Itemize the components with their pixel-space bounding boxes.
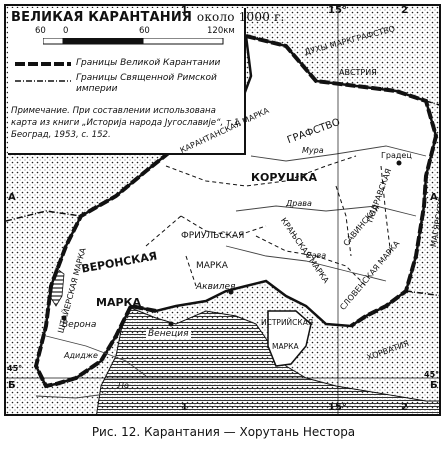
label-river-mur: Мура [302, 146, 324, 155]
map-title-sub: около 1000 г. [196, 10, 285, 24]
scale-tick-3: 120км [207, 26, 235, 36]
label-marka-furl: МАРКА [196, 261, 228, 271]
grid-left-a: А [8, 192, 16, 203]
carantania-border [245, 34, 439, 328]
label-akvileja: Аквилея [196, 282, 236, 292]
map-title-main: ВЕЛИКАЯ КАРАНТАНИЯ [11, 10, 193, 25]
scale-tick-2: 60 [139, 26, 150, 36]
label-venecija: Венеция [146, 329, 191, 339]
grid-right-b: Б [430, 380, 438, 391]
istria-peninsula [267, 310, 312, 367]
legend-box: ВЕЛИКАЯ КАРАНТАНИЯ около 1000 г. 60 0 60… [8, 8, 284, 155]
map-frame: ВЕЛИКАЯ КАРАНТАНИЯ около 1000 г. 60 0 60… [4, 4, 441, 416]
legend-label-carantania: Границы Великой Карантании [76, 58, 221, 68]
grid-top-2: 2 [401, 5, 408, 16]
label-verona: Верона [62, 320, 97, 330]
city-dot [228, 289, 234, 295]
legend-label-hre: Границы Священной Римской [76, 73, 217, 83]
rivers [35, 145, 427, 399]
grid-right-45: 45° [424, 370, 440, 379]
grid-top-15: 15° [328, 5, 347, 16]
legend-symbol-carantania [15, 62, 71, 66]
grid-bottom-15: 15° [328, 402, 347, 413]
label-marka: МАРКА [96, 296, 142, 309]
grid-left-b: Б [8, 380, 16, 391]
label-river-drava: Драва [286, 199, 312, 208]
label-river-sava: Сава [306, 251, 327, 260]
scale-tick-1: 0 [63, 26, 69, 36]
carantania-border-west [33, 114, 238, 389]
label-istria: ИСТРИЙСКАЯ [261, 318, 314, 327]
hre-border [6, 100, 439, 297]
city-dot [168, 321, 174, 327]
grid-left-45: 45° [7, 364, 23, 373]
map-note: Примечание. При составлении использована… [11, 106, 242, 140]
scale-tick-0: 60 [35, 26, 46, 36]
label-istria-marka: МАРКА [272, 342, 299, 351]
label-graden: Градец [381, 151, 412, 160]
label-river-adige: Адидже [64, 351, 98, 360]
label-austria: АВСТРИЯ [339, 68, 377, 77]
city-dot [396, 160, 402, 166]
map-title: ВЕЛИКАЯ КАРАНТАНИЯ около 1000 г. [11, 10, 285, 25]
scale-bar [43, 38, 224, 45]
figure-caption: Рис. 12. Карантания — Хорутань Нестора [91, 425, 356, 439]
legend-symbol-hre [15, 80, 71, 82]
grid-bottom-2: 2 [401, 402, 408, 413]
label-furlanska: ФРИУЛЬСКАЯ [181, 231, 245, 241]
label-korushka: КОРУШКА [251, 171, 317, 184]
grid-top-1: 1 [181, 5, 188, 16]
grid-right-a: А [430, 192, 438, 203]
legend-label-hre-2: империи [76, 84, 118, 94]
grid-bottom-1: 1 [181, 402, 188, 413]
city-dot [61, 315, 67, 321]
internal-borders [145, 155, 392, 287]
label-river-po: По [118, 381, 129, 390]
